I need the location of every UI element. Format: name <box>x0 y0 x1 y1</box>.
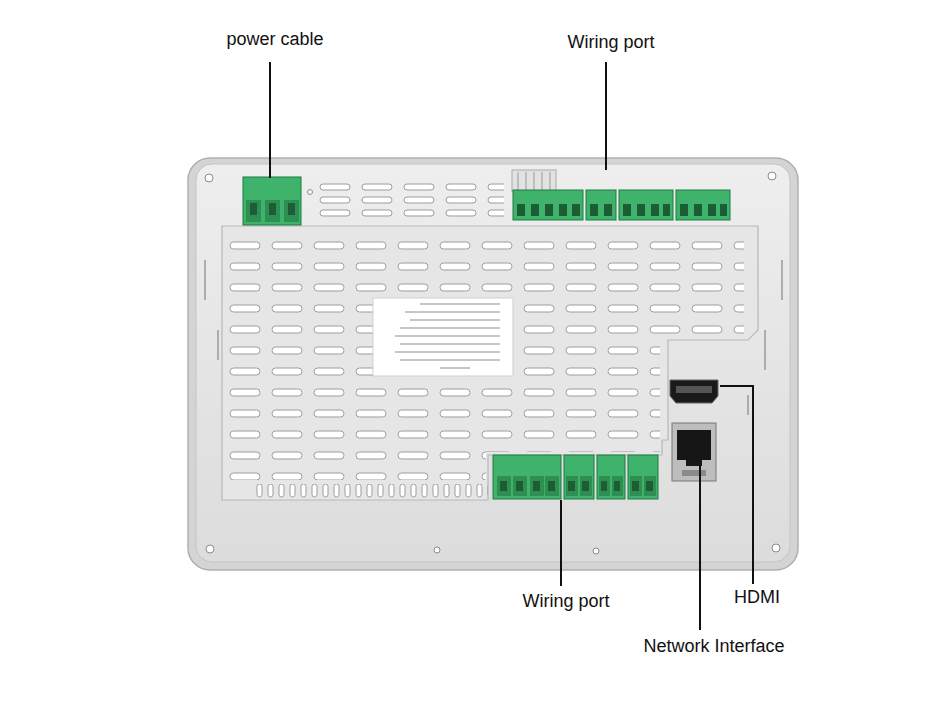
top-vents <box>318 180 504 220</box>
bottom-wiring-connectors <box>493 455 658 499</box>
part-label: HDMI <box>734 586 780 608</box>
top-wiring-connectors <box>512 170 730 220</box>
power-connector <box>243 177 301 225</box>
screw-holes <box>205 172 780 554</box>
sticker-lines <box>395 304 500 368</box>
hdmi-port <box>670 380 718 403</box>
vent-panel <box>222 226 758 500</box>
part-label: Wiring port <box>567 31 654 53</box>
leader-lines <box>270 62 753 630</box>
side-clips <box>205 260 782 415</box>
part-label: Network Interface <box>643 635 784 657</box>
bottom-slots <box>252 484 488 498</box>
vent-slots <box>226 238 744 480</box>
device-frame <box>188 158 798 570</box>
ethernet-port <box>672 423 716 481</box>
rating-sticker <box>373 298 513 376</box>
part-label: Wiring port <box>522 590 609 612</box>
part-label: power cable <box>226 28 323 50</box>
